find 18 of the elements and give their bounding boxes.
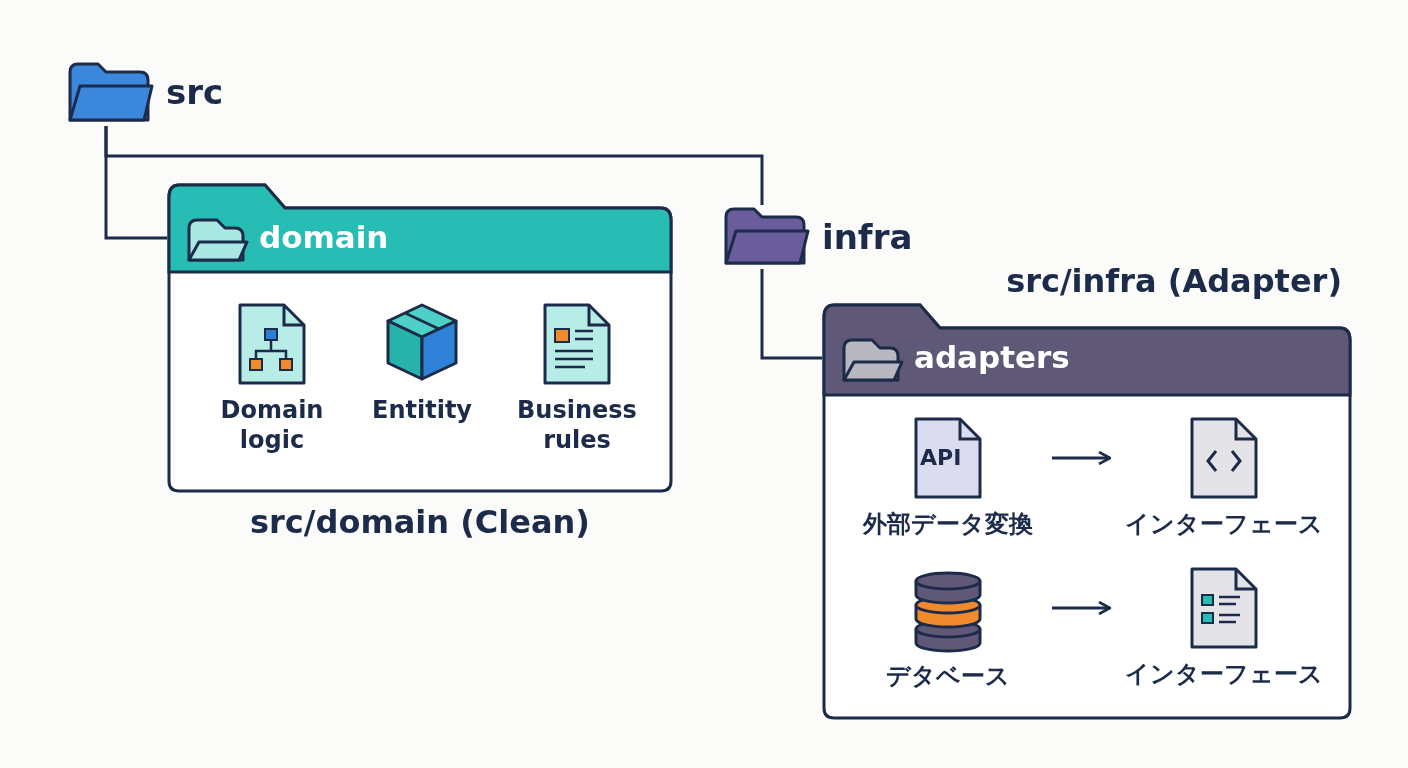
folder-name: src bbox=[166, 72, 224, 112]
item-label: デタベース bbox=[885, 661, 1011, 691]
folder-name: infra bbox=[822, 217, 913, 257]
icon-text: API bbox=[920, 445, 962, 470]
item-label: インターフェース bbox=[1124, 659, 1324, 689]
arrow bbox=[1052, 600, 1112, 616]
item-label: Domain logic bbox=[219, 395, 325, 455]
arrow bbox=[1052, 450, 1112, 466]
folder-caption: src/infra (Adapter) bbox=[1005, 262, 1342, 300]
connector-line bbox=[104, 126, 764, 205]
item-label: Entitity bbox=[371, 395, 473, 425]
connector-line bbox=[760, 269, 822, 360]
item-label: インターフェース bbox=[1124, 509, 1324, 539]
item-label: Business rules bbox=[516, 395, 638, 455]
folder-name: domain bbox=[259, 219, 389, 255]
item-label: 外部データ変換 bbox=[861, 509, 1034, 539]
folder-name: adapters bbox=[914, 339, 1070, 375]
folder-caption: src/domain (Clean) bbox=[249, 503, 591, 541]
